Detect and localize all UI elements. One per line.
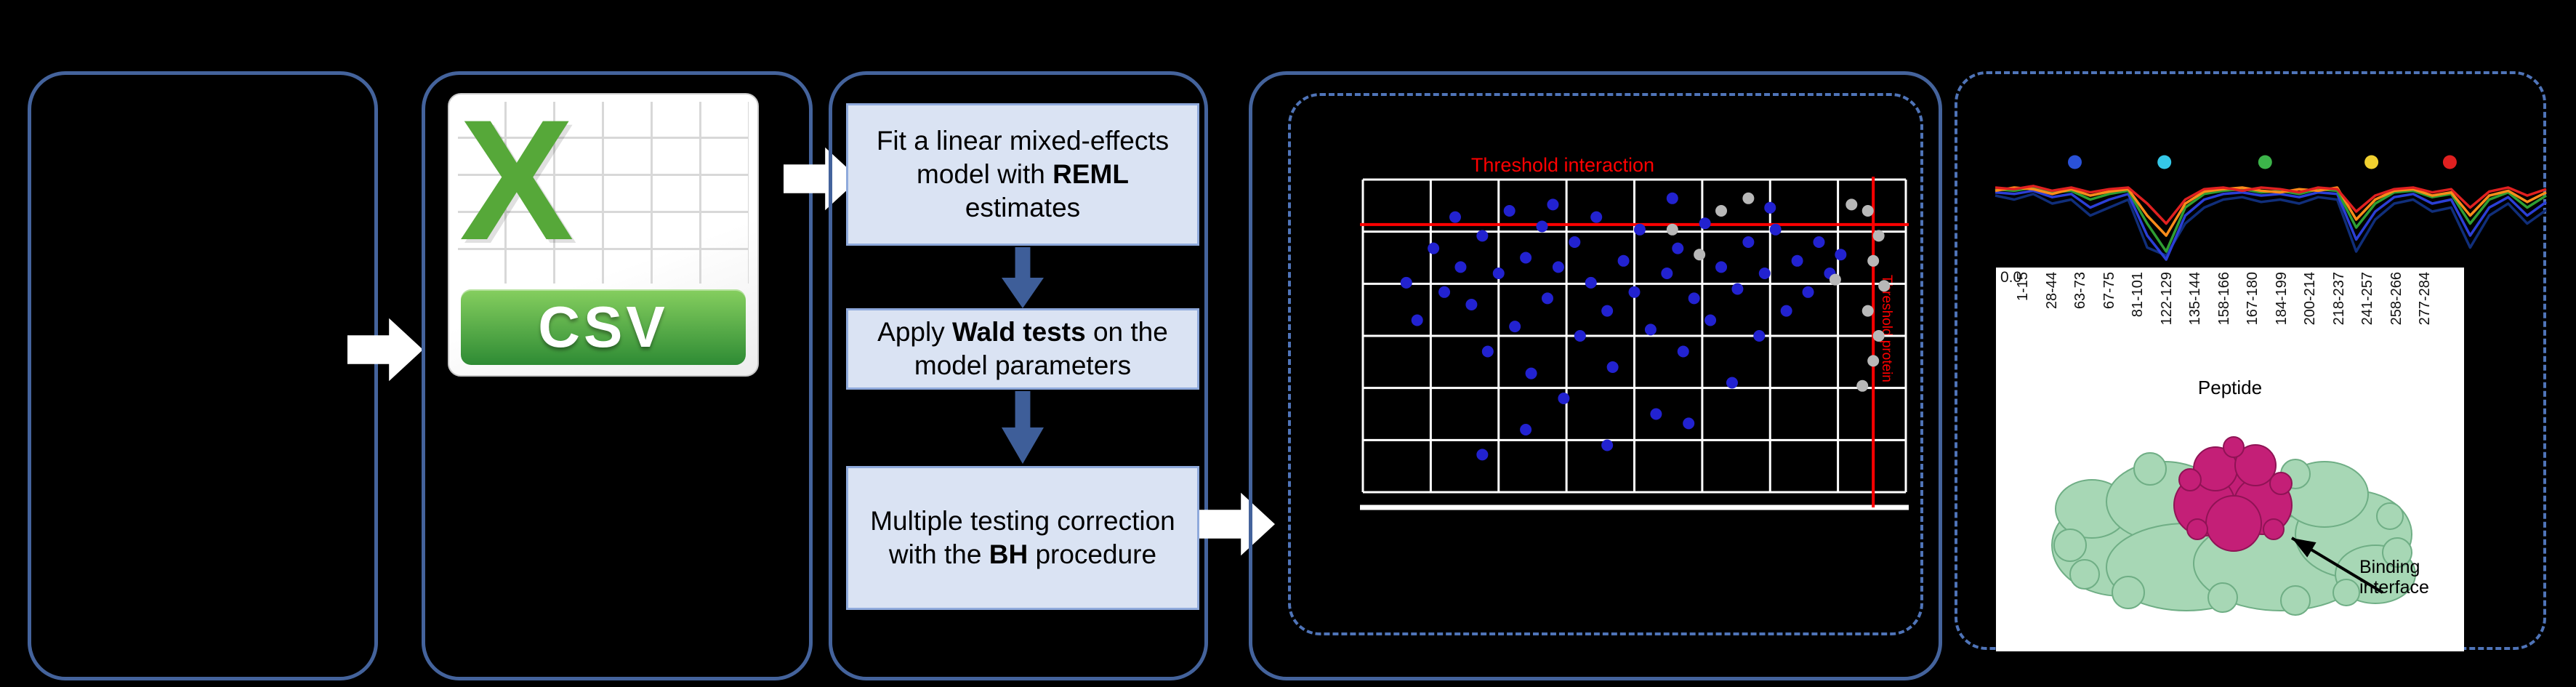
peptide-tick-label: 277-284 bbox=[2417, 272, 2433, 326]
peptide-tick-label: 258-266 bbox=[2388, 272, 2404, 326]
peptide-tick-label: 81-101 bbox=[2130, 272, 2146, 318]
peptide-tick-labels: 1-15 28-44 63-73 67-75 81-101 122-129 135-144 1… bbox=[1996, 272, 2464, 378]
protein-structure bbox=[2051, 436, 2416, 616]
interaction-scatter bbox=[1360, 177, 1909, 510]
peptide-tick-label: 28-44 bbox=[2043, 272, 2060, 310]
peptide-axis-panel: 0.0 1-15 28-44 63-73 67-75 81-101 122-129 135-… bbox=[1996, 268, 2464, 651]
csv-grid-lines bbox=[458, 102, 749, 284]
panel-input bbox=[28, 71, 378, 680]
peptide-tick-label: 1-15 bbox=[2015, 272, 2031, 302]
profile-ytick: 0.0 bbox=[2000, 269, 2022, 286]
binding-interface-label: Binding interface bbox=[2359, 557, 2429, 598]
panel-scatter-results bbox=[1249, 71, 1942, 680]
profile-chart bbox=[1995, 155, 2548, 261]
panel-model bbox=[829, 71, 1208, 680]
step-wald-tests-text: Apply Wald tests on the model parameters bbox=[877, 317, 1168, 380]
threshold-interaction-label: Threshold interaction bbox=[1470, 154, 1655, 176]
peptide-tick-label: 184-199 bbox=[2273, 272, 2290, 326]
panel-csv bbox=[422, 71, 813, 680]
step-bh-correction: Multiple testing correction with the BH … bbox=[846, 466, 1199, 610]
peptide-tick-label: 122-129 bbox=[2158, 272, 2175, 326]
threshold-protein-label: Threshold protein bbox=[1879, 275, 1894, 382]
peptide-tick-label: 200-214 bbox=[2302, 272, 2318, 326]
step-fit-model: Fit a linear mixed-effects model with RE… bbox=[846, 103, 1199, 246]
peptide-axis-title: Peptide bbox=[2197, 377, 2263, 398]
binding-interface-region bbox=[2173, 436, 2293, 552]
peptide-tick-label: 135-144 bbox=[2187, 272, 2203, 326]
step-fit-model-text: Fit a linear mixed-effects model with RE… bbox=[876, 126, 1170, 222]
scatter-dashed-frame bbox=[1288, 93, 1923, 635]
peptide-tick-label: 67-75 bbox=[2101, 272, 2117, 310]
csv-file-icon: X CSV bbox=[448, 84, 759, 377]
peptide-tick-label: 63-73 bbox=[2072, 272, 2088, 310]
step-bh-correction-text: Multiple testing correction with the BH … bbox=[870, 506, 1175, 569]
peptide-tick-label: 241-257 bbox=[2359, 272, 2375, 326]
peptide-tick-label: 158-166 bbox=[2215, 272, 2232, 326]
peptide-tick-label: 167-180 bbox=[2245, 272, 2261, 326]
peptide-tick-label: 218-237 bbox=[2330, 272, 2347, 326]
binding-interface-arrow-icon bbox=[2290, 537, 2384, 594]
csv-banner: CSV bbox=[461, 289, 746, 365]
step-wald-tests: Apply Wald tests on the model parameters bbox=[846, 308, 1199, 390]
csv-x-logo: X bbox=[459, 84, 574, 276]
